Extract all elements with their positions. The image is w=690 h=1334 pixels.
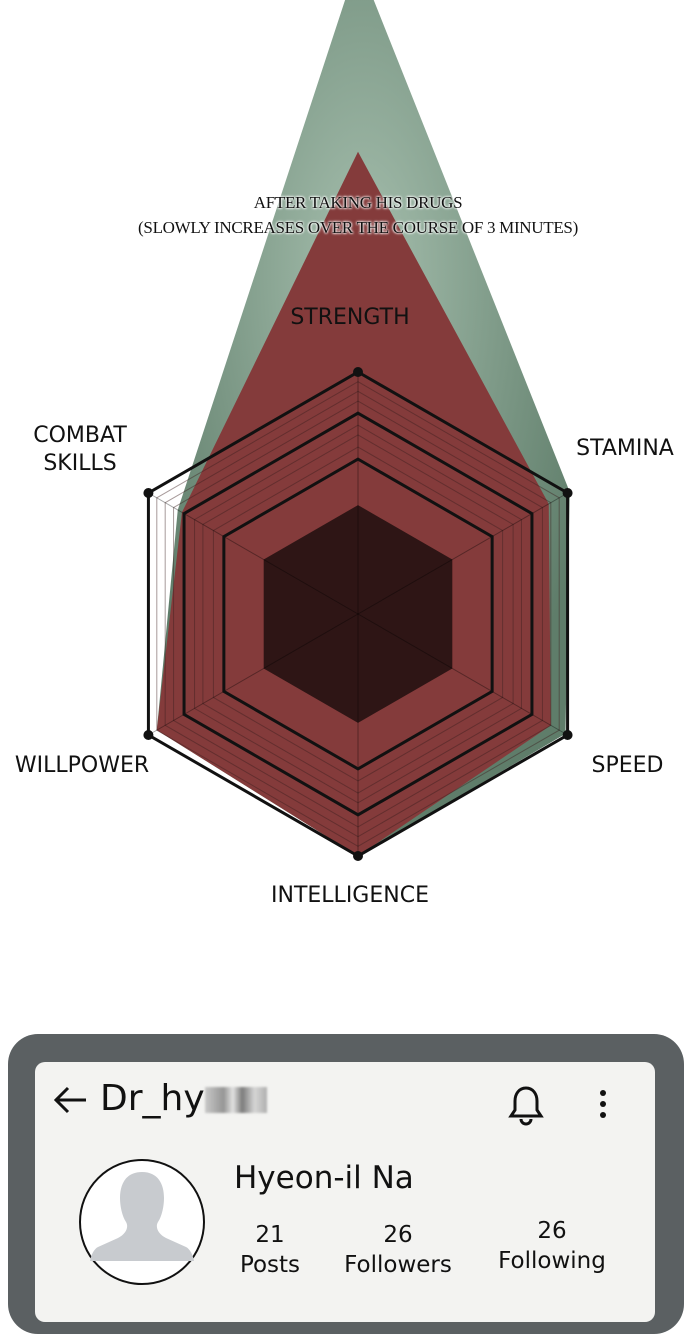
axis-vertex-dot xyxy=(353,367,363,377)
stat-value: 26 xyxy=(537,1218,567,1244)
grid-ring xyxy=(202,434,514,794)
axis-vertex-dot xyxy=(353,851,363,861)
radar-chart xyxy=(143,0,573,861)
grid-ring xyxy=(156,381,560,847)
profile-username: Dr_hy xyxy=(100,1078,267,1119)
axis-label-speed: SPEED xyxy=(591,753,664,778)
series-area-1 xyxy=(156,151,551,856)
axis-vertex-dot xyxy=(143,730,154,740)
axis-vertex-dot xyxy=(562,730,573,740)
caption-line-1: AFTER TAKING HIS DRUGS xyxy=(253,193,463,212)
stat-label: Followers xyxy=(344,1252,452,1278)
axis-label-willpower: WILLPOWER xyxy=(14,753,150,778)
grid-ring xyxy=(164,390,552,838)
back-button[interactable] xyxy=(50,1080,90,1129)
more-options-icon[interactable] xyxy=(596,1088,610,1122)
axis-vertex-dot xyxy=(562,488,573,498)
stat-label: Following xyxy=(498,1248,606,1274)
axis-label-combat-skills: COMBAT SKILLS xyxy=(33,423,127,476)
grid-ring-major xyxy=(222,457,494,771)
caption-line-2: (SLOWLY INCREASES OVER THE COURSE OF 3 M… xyxy=(138,218,578,237)
axis-vertex-dot xyxy=(143,488,154,498)
username-text: Dr_hy xyxy=(100,1078,205,1119)
stat-value: 26 xyxy=(383,1222,413,1248)
grid-ring-major xyxy=(182,411,534,817)
bell-icon[interactable] xyxy=(507,1084,545,1126)
stat-value: 21 xyxy=(255,1222,285,1248)
display-name: Hyeon-il Na xyxy=(234,1160,414,1196)
axis-label-intelligence: INTELLIGENCE xyxy=(271,883,429,908)
stat-label: Posts xyxy=(239,1252,301,1278)
axis-label-strength: STRENGTH xyxy=(290,305,410,330)
radar-core xyxy=(263,505,453,723)
grid-ring xyxy=(194,424,522,804)
axis-label-stamina: STAMINA xyxy=(576,436,674,461)
pixelated-censor xyxy=(204,1087,267,1113)
person-silhouette-icon xyxy=(90,1172,194,1261)
arrow-left-icon xyxy=(53,1086,86,1114)
grid-ring xyxy=(212,446,504,782)
avatar[interactable] xyxy=(78,1158,208,1288)
grid-ring xyxy=(173,400,543,828)
